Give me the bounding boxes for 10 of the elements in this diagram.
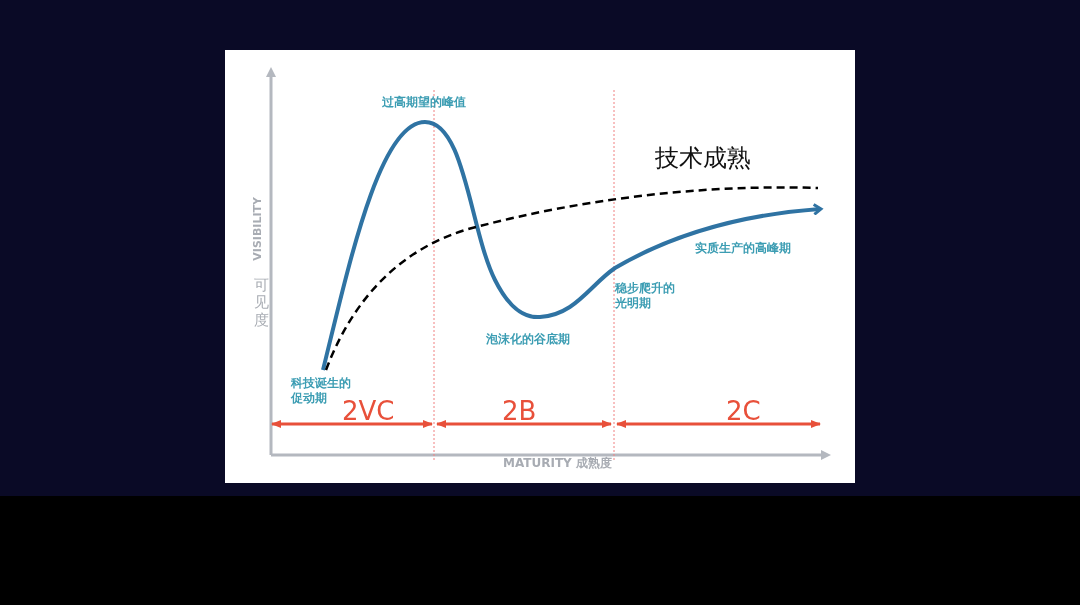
curve-label: 稳步爬升的光明期 [615, 281, 676, 311]
curve-label: 实质生产的高峰期 [695, 241, 791, 256]
axis-label: VISIBILITY [251, 196, 265, 263]
axis-label: 可见度 [254, 277, 270, 329]
curve-label: 泡沫化的谷底期 [486, 332, 570, 347]
segment-label: 2C [726, 398, 761, 424]
curve-label: 技术成熟 [655, 143, 751, 173]
segment-label: 2B [502, 398, 537, 424]
curve-label: 过高期望的峰值 [382, 95, 466, 110]
axis-label: MATURITY 成熟度 [503, 456, 612, 471]
